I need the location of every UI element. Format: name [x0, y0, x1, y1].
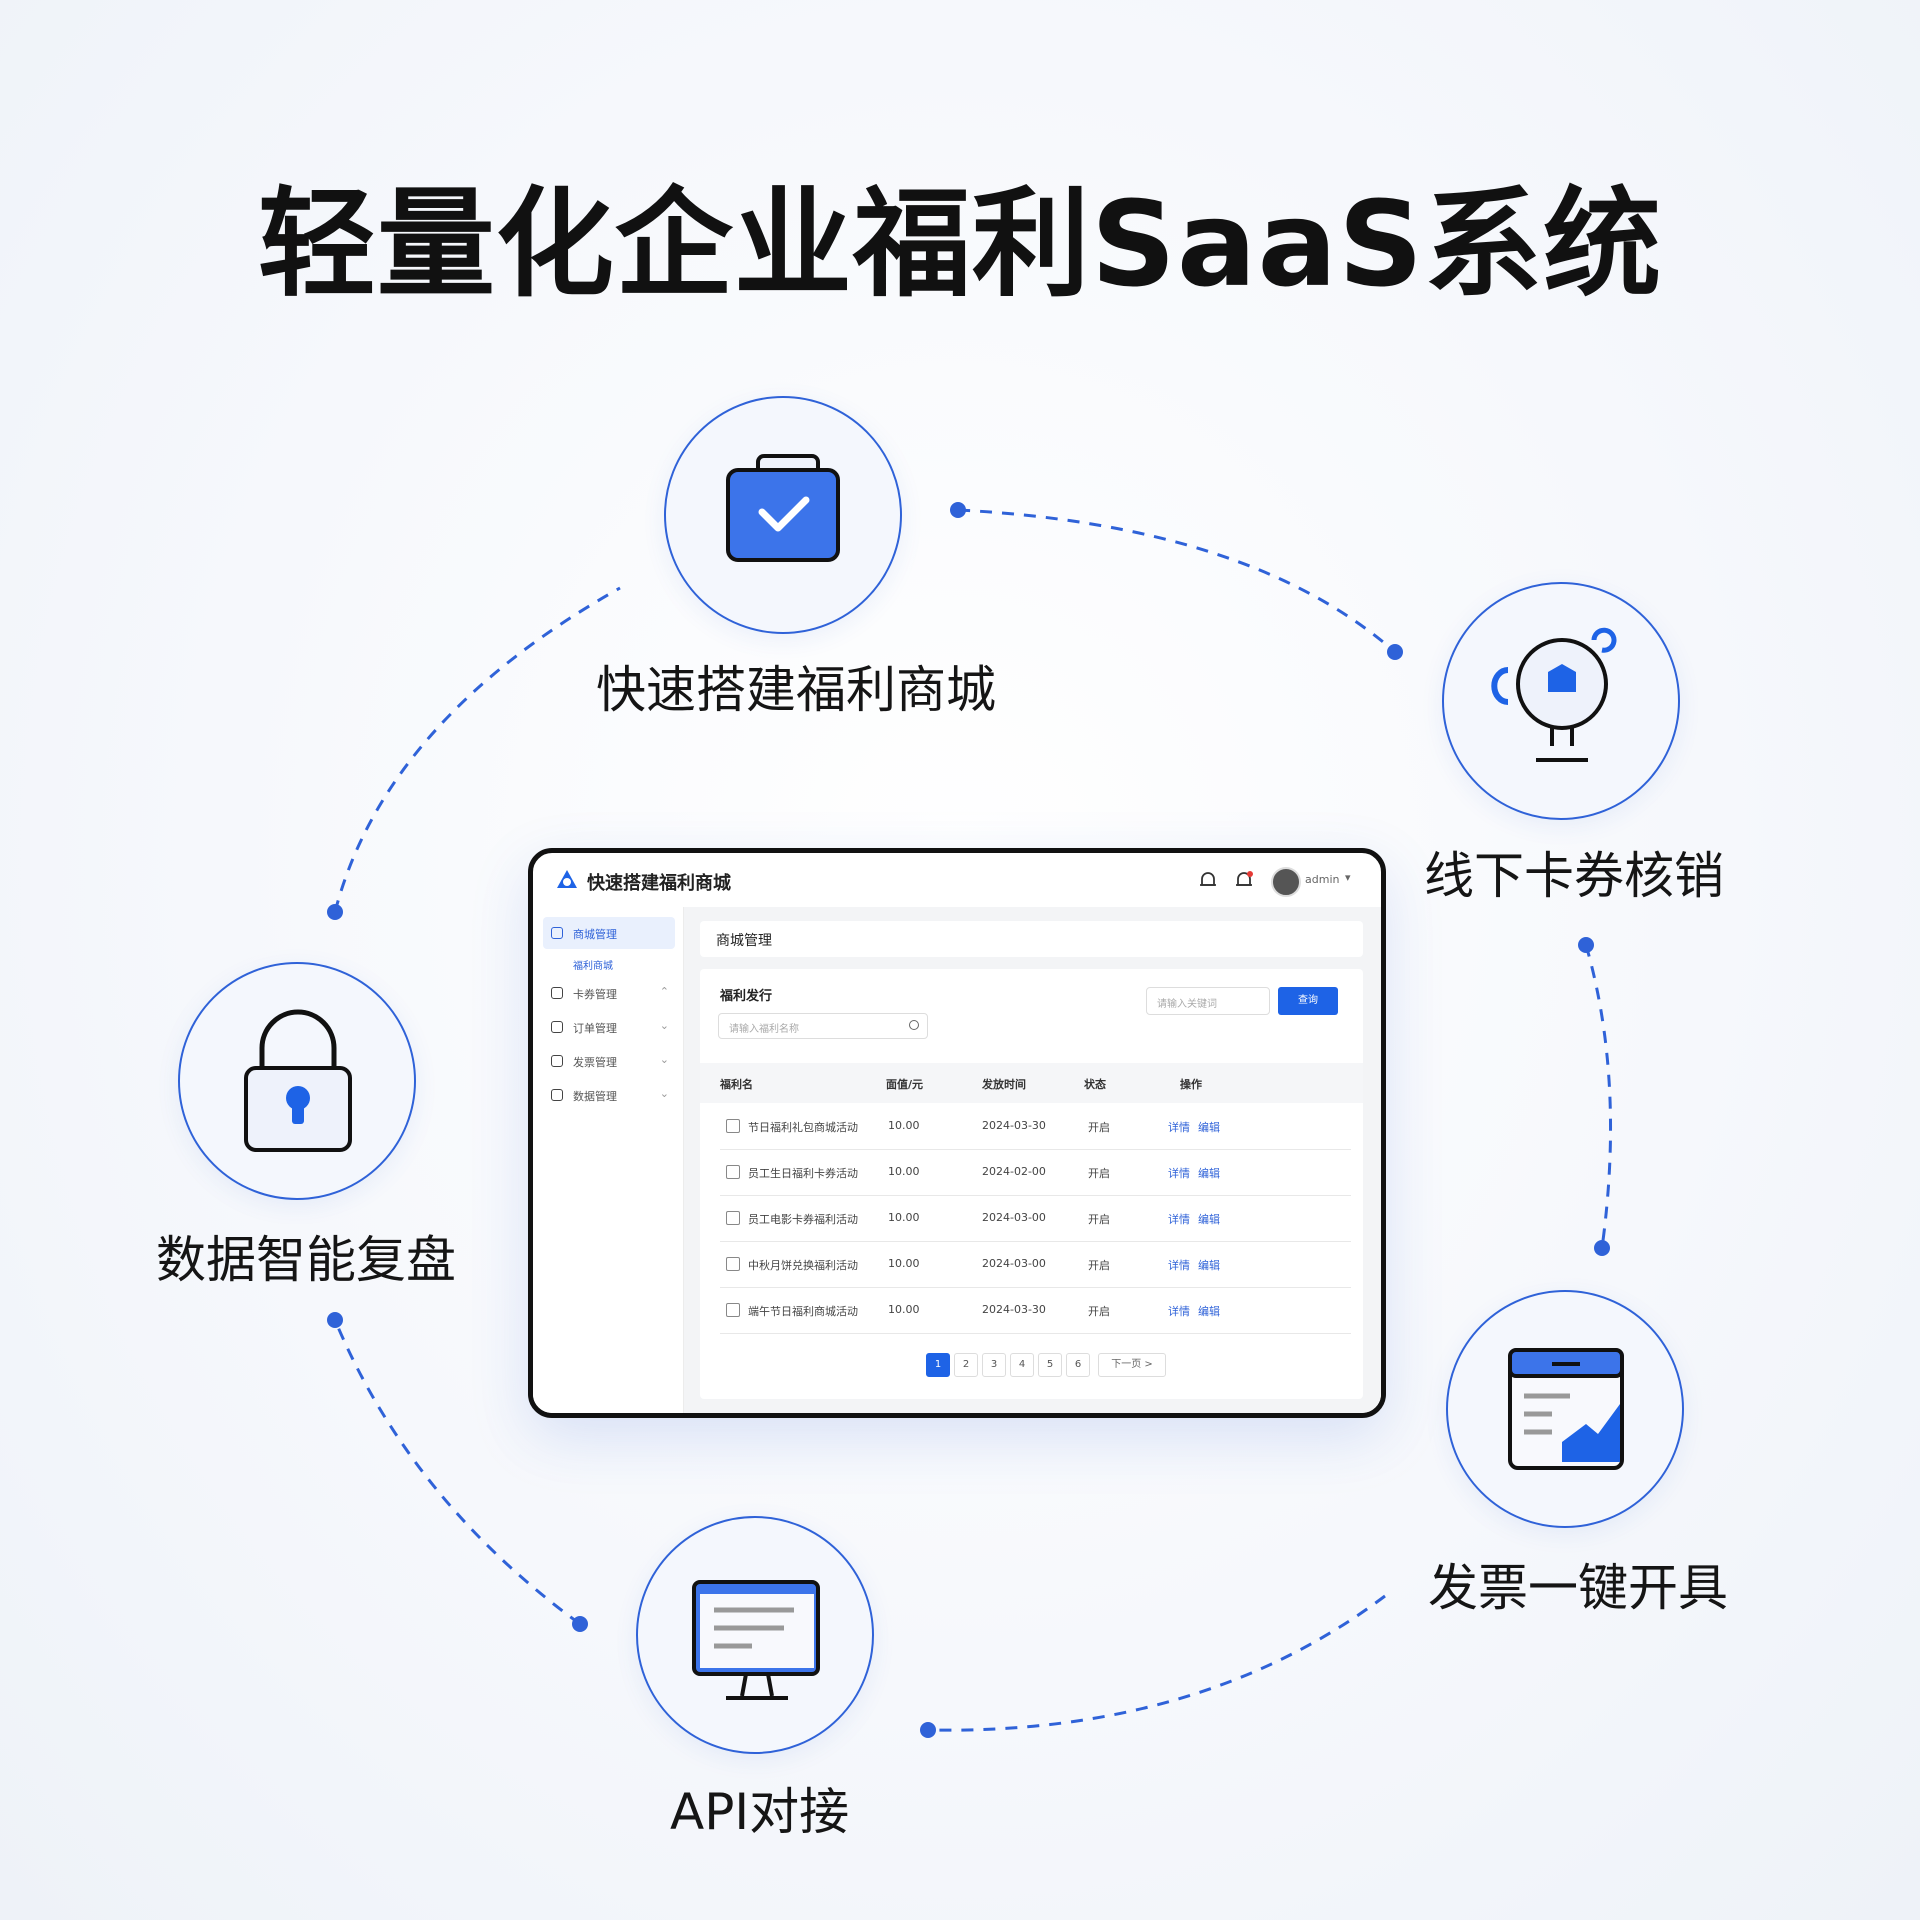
table-row: 节日福利礼包商城活动 10.00 2024-03-30 开启 详情 编辑 — [720, 1103, 1351, 1150]
row-checkbox[interactable] — [726, 1165, 740, 1179]
sidebar-item-mall[interactable]: 商城管理 — [543, 917, 675, 949]
table-header: 福利名 面值/元 发放时间 状态 操作 — [700, 1063, 1363, 1103]
query-button[interactable]: 查询 — [1278, 987, 1338, 1015]
invoice-icon — [551, 1055, 563, 1067]
next-page-button[interactable]: 下一页 > — [1098, 1353, 1166, 1377]
sidebar-item-invoice[interactable]: 发票管理 ⌄ — [543, 1045, 675, 1077]
scanner-icon — [1491, 627, 1617, 762]
sidebar-item-coupon[interactable]: 卡券管理 ⌃ — [543, 977, 675, 1009]
row-action-edit[interactable]: 编辑 — [1198, 1121, 1220, 1134]
page-button[interactable]: 4 — [1010, 1353, 1034, 1377]
row-checkbox[interactable] — [726, 1211, 740, 1225]
user-name[interactable]: admin — [1305, 873, 1340, 886]
store-icon — [551, 927, 563, 939]
feature-label-invoice: 发票一键开具 — [1428, 1559, 1728, 1617]
search-icon — [909, 1020, 919, 1030]
pagination: 1 2 3 4 5 6 下一页 > — [700, 1353, 1363, 1379]
feature-label-data: 数据智能复盘 — [156, 1231, 456, 1289]
row-checkbox[interactable] — [726, 1303, 740, 1317]
row-action-edit[interactable]: 编辑 — [1198, 1213, 1220, 1226]
row-action-edit[interactable]: 编辑 — [1198, 1259, 1220, 1272]
filter-input[interactable]: 请输入关键词 — [1146, 987, 1270, 1015]
sidebar: 商城管理 福利商城 卡券管理 ⌃ 订单管理 ⌄ 发票管理 ⌄ 数据管理 ⌄ — [533, 907, 684, 1413]
row-action-detail[interactable]: 详情 — [1168, 1121, 1190, 1134]
feature-circle-mall — [664, 396, 902, 634]
admin-window-mockup: 快速搭建福利商城 admin ▾ 商城管理 福利商城 卡券管理 ⌃ 订单管理 ⌄ — [528, 848, 1386, 1418]
row-checkbox[interactable] — [726, 1257, 740, 1271]
data-icon — [551, 1089, 563, 1101]
row-action-detail[interactable]: 详情 — [1168, 1305, 1190, 1318]
table-row: 员工电影卡券福利活动 10.00 2024-03-00 开启 详情 编辑 — [720, 1195, 1351, 1242]
page-button[interactable]: 6 — [1066, 1353, 1090, 1377]
app-name: 快速搭建福利商城 — [587, 873, 731, 894]
app-logo-icon — [557, 870, 577, 888]
lock-icon — [244, 1009, 352, 1152]
bell-icon[interactable] — [1197, 869, 1219, 891]
page-button[interactable]: 3 — [982, 1353, 1006, 1377]
chevron-down-icon[interactable]: ▾ — [1345, 871, 1351, 884]
feature-label-coupon: 线下卡券核销 — [1424, 847, 1724, 905]
panel-title: 福利发行 — [720, 989, 773, 1004]
main-content: 商城管理 福利发行 请输入福利名称 请输入关键词 查询 福利名 面值/元 发放时… — [684, 907, 1381, 1413]
row-action-detail[interactable]: 详情 — [1168, 1259, 1190, 1272]
chevron-down-icon: ⌄ — [659, 1087, 669, 1100]
chevron-down-icon: ⌄ — [659, 1053, 669, 1066]
feature-circle-invoice — [1446, 1290, 1684, 1528]
row-action-edit[interactable]: 编辑 — [1198, 1167, 1220, 1180]
search-input[interactable]: 请输入福利名称 — [718, 1013, 928, 1039]
page-button[interactable]: 1 — [926, 1353, 950, 1377]
page-button[interactable]: 2 — [954, 1353, 978, 1377]
feature-label-mall: 快速搭建福利商城 — [596, 661, 996, 719]
sidebar-item-order[interactable]: 订单管理 ⌄ — [543, 1011, 675, 1043]
order-icon — [551, 1021, 563, 1033]
notification-icon[interactable] — [1233, 869, 1255, 891]
row-action-detail[interactable]: 详情 — [1168, 1167, 1190, 1180]
feature-label-api: API对接 — [670, 1783, 850, 1841]
page-button[interactable]: 5 — [1038, 1353, 1062, 1377]
sidebar-item-data[interactable]: 数据管理 ⌄ — [543, 1079, 675, 1111]
table-row: 中秋月饼兑换福利活动 10.00 2024-03-00 开启 详情 编辑 — [720, 1241, 1351, 1288]
avatar[interactable] — [1271, 867, 1301, 897]
folder-check-icon — [726, 454, 840, 562]
chevron-up-icon: ⌃ — [659, 985, 669, 998]
row-checkbox[interactable] — [726, 1119, 740, 1133]
coupon-icon — [551, 987, 563, 999]
sidebar-subitem[interactable]: 福利商城 — [573, 961, 613, 972]
page-title: 轻量化企业福利SaaS系统 — [257, 175, 1663, 313]
top-bar: 快速搭建福利商城 admin ▾ — [533, 853, 1381, 908]
breadcrumb: 商城管理 — [700, 921, 1363, 957]
row-action-edit[interactable]: 编辑 — [1198, 1305, 1220, 1318]
table-row: 员工生日福利卡券活动 10.00 2024-02-00 开启 详情 编辑 — [720, 1149, 1351, 1196]
content-panel: 福利发行 请输入福利名称 请输入关键词 查询 福利名 面值/元 发放时间 状态 … — [700, 969, 1363, 1399]
row-action-detail[interactable]: 详情 — [1168, 1213, 1190, 1226]
feature-circle-coupon — [1442, 582, 1680, 820]
feature-circle-data — [178, 962, 416, 1200]
feature-circle-api — [636, 1516, 874, 1754]
table-row: 端午节日福利商城活动 10.00 2024-03-30 开启 详情 编辑 — [720, 1287, 1351, 1334]
invoice-chart-icon — [1508, 1348, 1624, 1470]
monitor-icon — [692, 1580, 820, 1700]
chevron-down-icon: ⌄ — [659, 1019, 669, 1032]
